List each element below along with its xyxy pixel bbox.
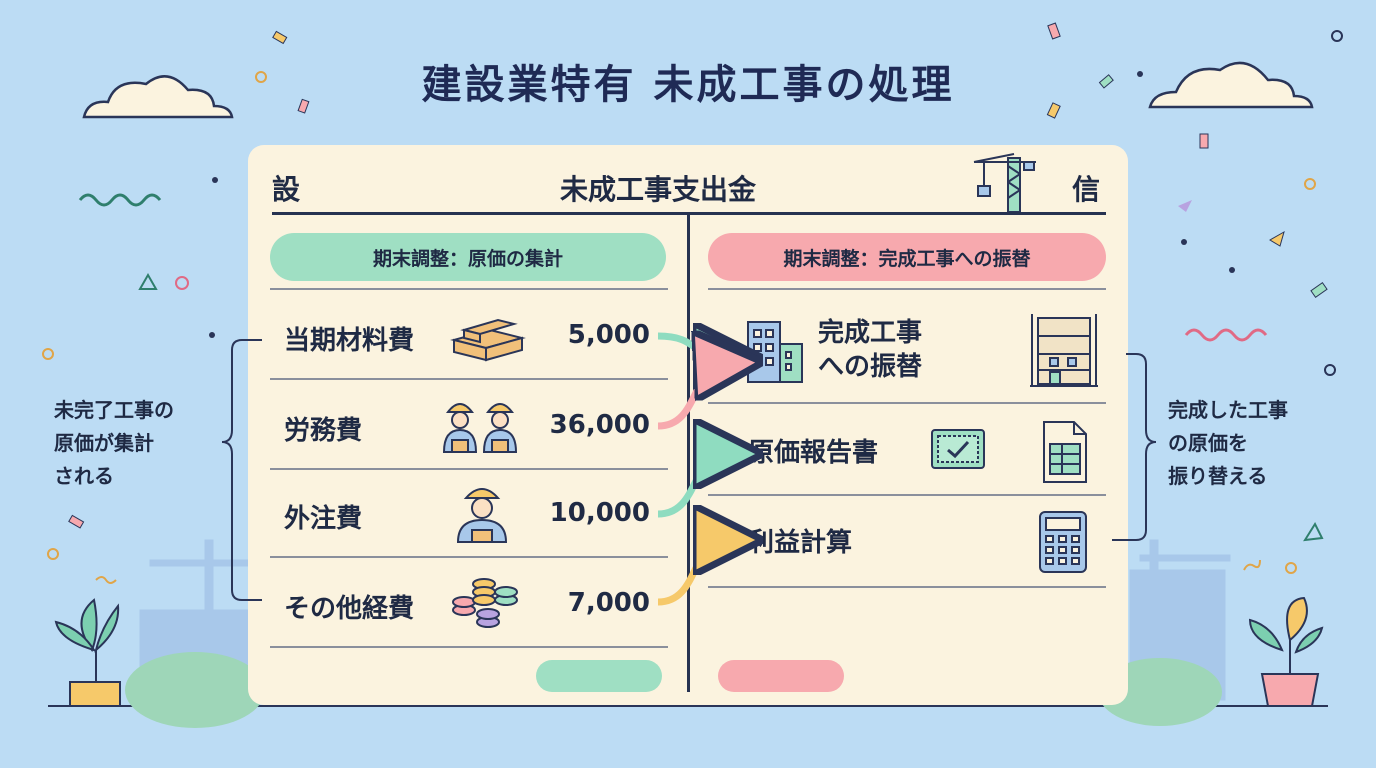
arrow-labor [657,364,728,430]
row-divider [708,494,1106,496]
labor-label: 労務費 [284,416,363,446]
row-divider [270,646,668,648]
crane-icon [973,153,1036,213]
arrow-materials [657,336,728,358]
page-title: 建設業特有 未成工事の処理 [421,62,955,108]
cloud-right [1148,61,1314,109]
cost-report-label: 原価報告書 [748,438,879,468]
transfer-completed-label: 完成工事 への振替 [818,316,922,384]
materials-label: 当期材料費 [284,326,415,356]
left-note-line1: 未完了工事の [54,398,174,422]
right-note-line2: の原価を [1168,431,1248,455]
right-note-line1: 完成した工事 [1168,398,1288,422]
row-divider [270,468,668,470]
workers-icon [442,403,518,453]
left-note-line3: される [54,464,114,488]
row-divider [270,288,668,290]
potted-plant-right [1248,596,1324,707]
spreadsheet-document-icon [1043,421,1087,483]
other-expenses-label: その他経費 [284,594,415,624]
arrow-other-expenses [657,540,728,606]
left-note-line2: 原価が集計 [54,431,154,455]
cloud-left [82,75,234,119]
scaffold-building-icon [1030,314,1098,387]
left-header-pill: 期末調整：原価の集計 [270,233,666,281]
left-total-pill [536,660,662,692]
labor-amount: 36,000 [549,410,650,440]
squiggle-pink [1184,328,1268,342]
bg-crane-right-arm [1139,554,1231,562]
left-brace [221,339,262,601]
bush-right [1098,658,1222,726]
potted-plant-left [54,598,121,707]
transfer-completed-line2: への振替 [818,352,923,382]
squiggle-green [78,193,162,207]
row-divider [708,288,1106,290]
profit-calculation-label: 利益計算 [748,528,853,558]
right-note-line3: 振り替える [1168,464,1268,488]
subcontract-amount: 10,000 [549,498,650,528]
calculator-icon [1039,511,1087,573]
right-side-note: 完成した工事 の原価を 振り替える [1168,394,1288,493]
left-side-note: 未完了工事の 原価が集計 される [54,394,174,493]
right-total-pill [718,660,844,692]
row-divider [708,586,1106,588]
right-header-pill: 期末調整：完成工事への振替 [708,233,1106,281]
materials-amount: 5,000 [567,320,650,350]
row-divider [270,378,668,380]
row-divider [708,402,1106,404]
transfer-completed-line1: 完成工事 [818,318,923,348]
right-brace [1112,353,1157,541]
bush-left [125,652,265,728]
debit-label: 設 [272,173,301,206]
t-account-vertical-rule [687,214,690,692]
coins-icon [452,578,518,628]
subcontractor-icon [456,488,508,543]
account-name: 未成工事支出金 [560,173,757,206]
credit-label: 信 [1072,173,1101,206]
lumber-stack-icon [450,318,526,362]
other-expenses-amount: 7,000 [567,588,650,618]
arrow-subcontract [657,454,728,518]
subcontract-label: 外注費 [284,504,363,534]
t-account-horizontal-rule [272,212,1106,215]
blueprint-check-icon [931,429,985,469]
row-divider [270,556,668,558]
